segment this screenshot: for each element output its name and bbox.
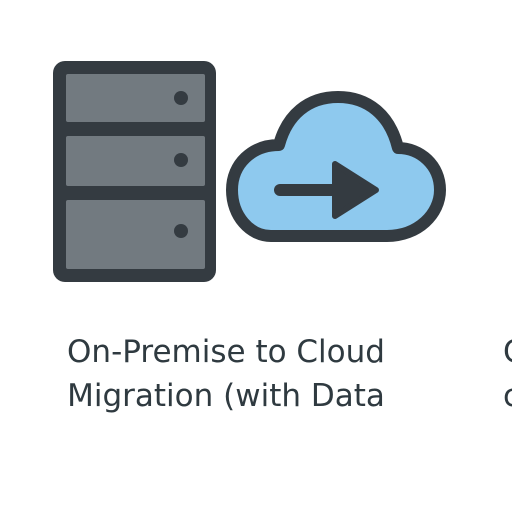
arrow-right-icon xyxy=(274,161,379,219)
server-unit-middle xyxy=(66,136,205,186)
diagram-caption: On-Premise to Cloud Migration (with Data xyxy=(18,330,434,418)
caption-line-1: On-Premise to Cloud xyxy=(67,334,385,370)
arrow-head xyxy=(332,161,379,219)
server-unit-top xyxy=(66,74,205,122)
clipped-caption-line-1: C xyxy=(503,330,512,374)
clipped-caption: C c xyxy=(503,330,512,418)
server-icon xyxy=(53,61,216,282)
server-led-top xyxy=(174,91,188,105)
clipped-caption-line-2: c xyxy=(503,378,512,414)
server-led-middle xyxy=(174,153,188,167)
server-unit-bottom xyxy=(66,200,205,269)
caption-line-2: Migration (with Data xyxy=(67,378,385,414)
server-led-bottom xyxy=(174,224,188,238)
